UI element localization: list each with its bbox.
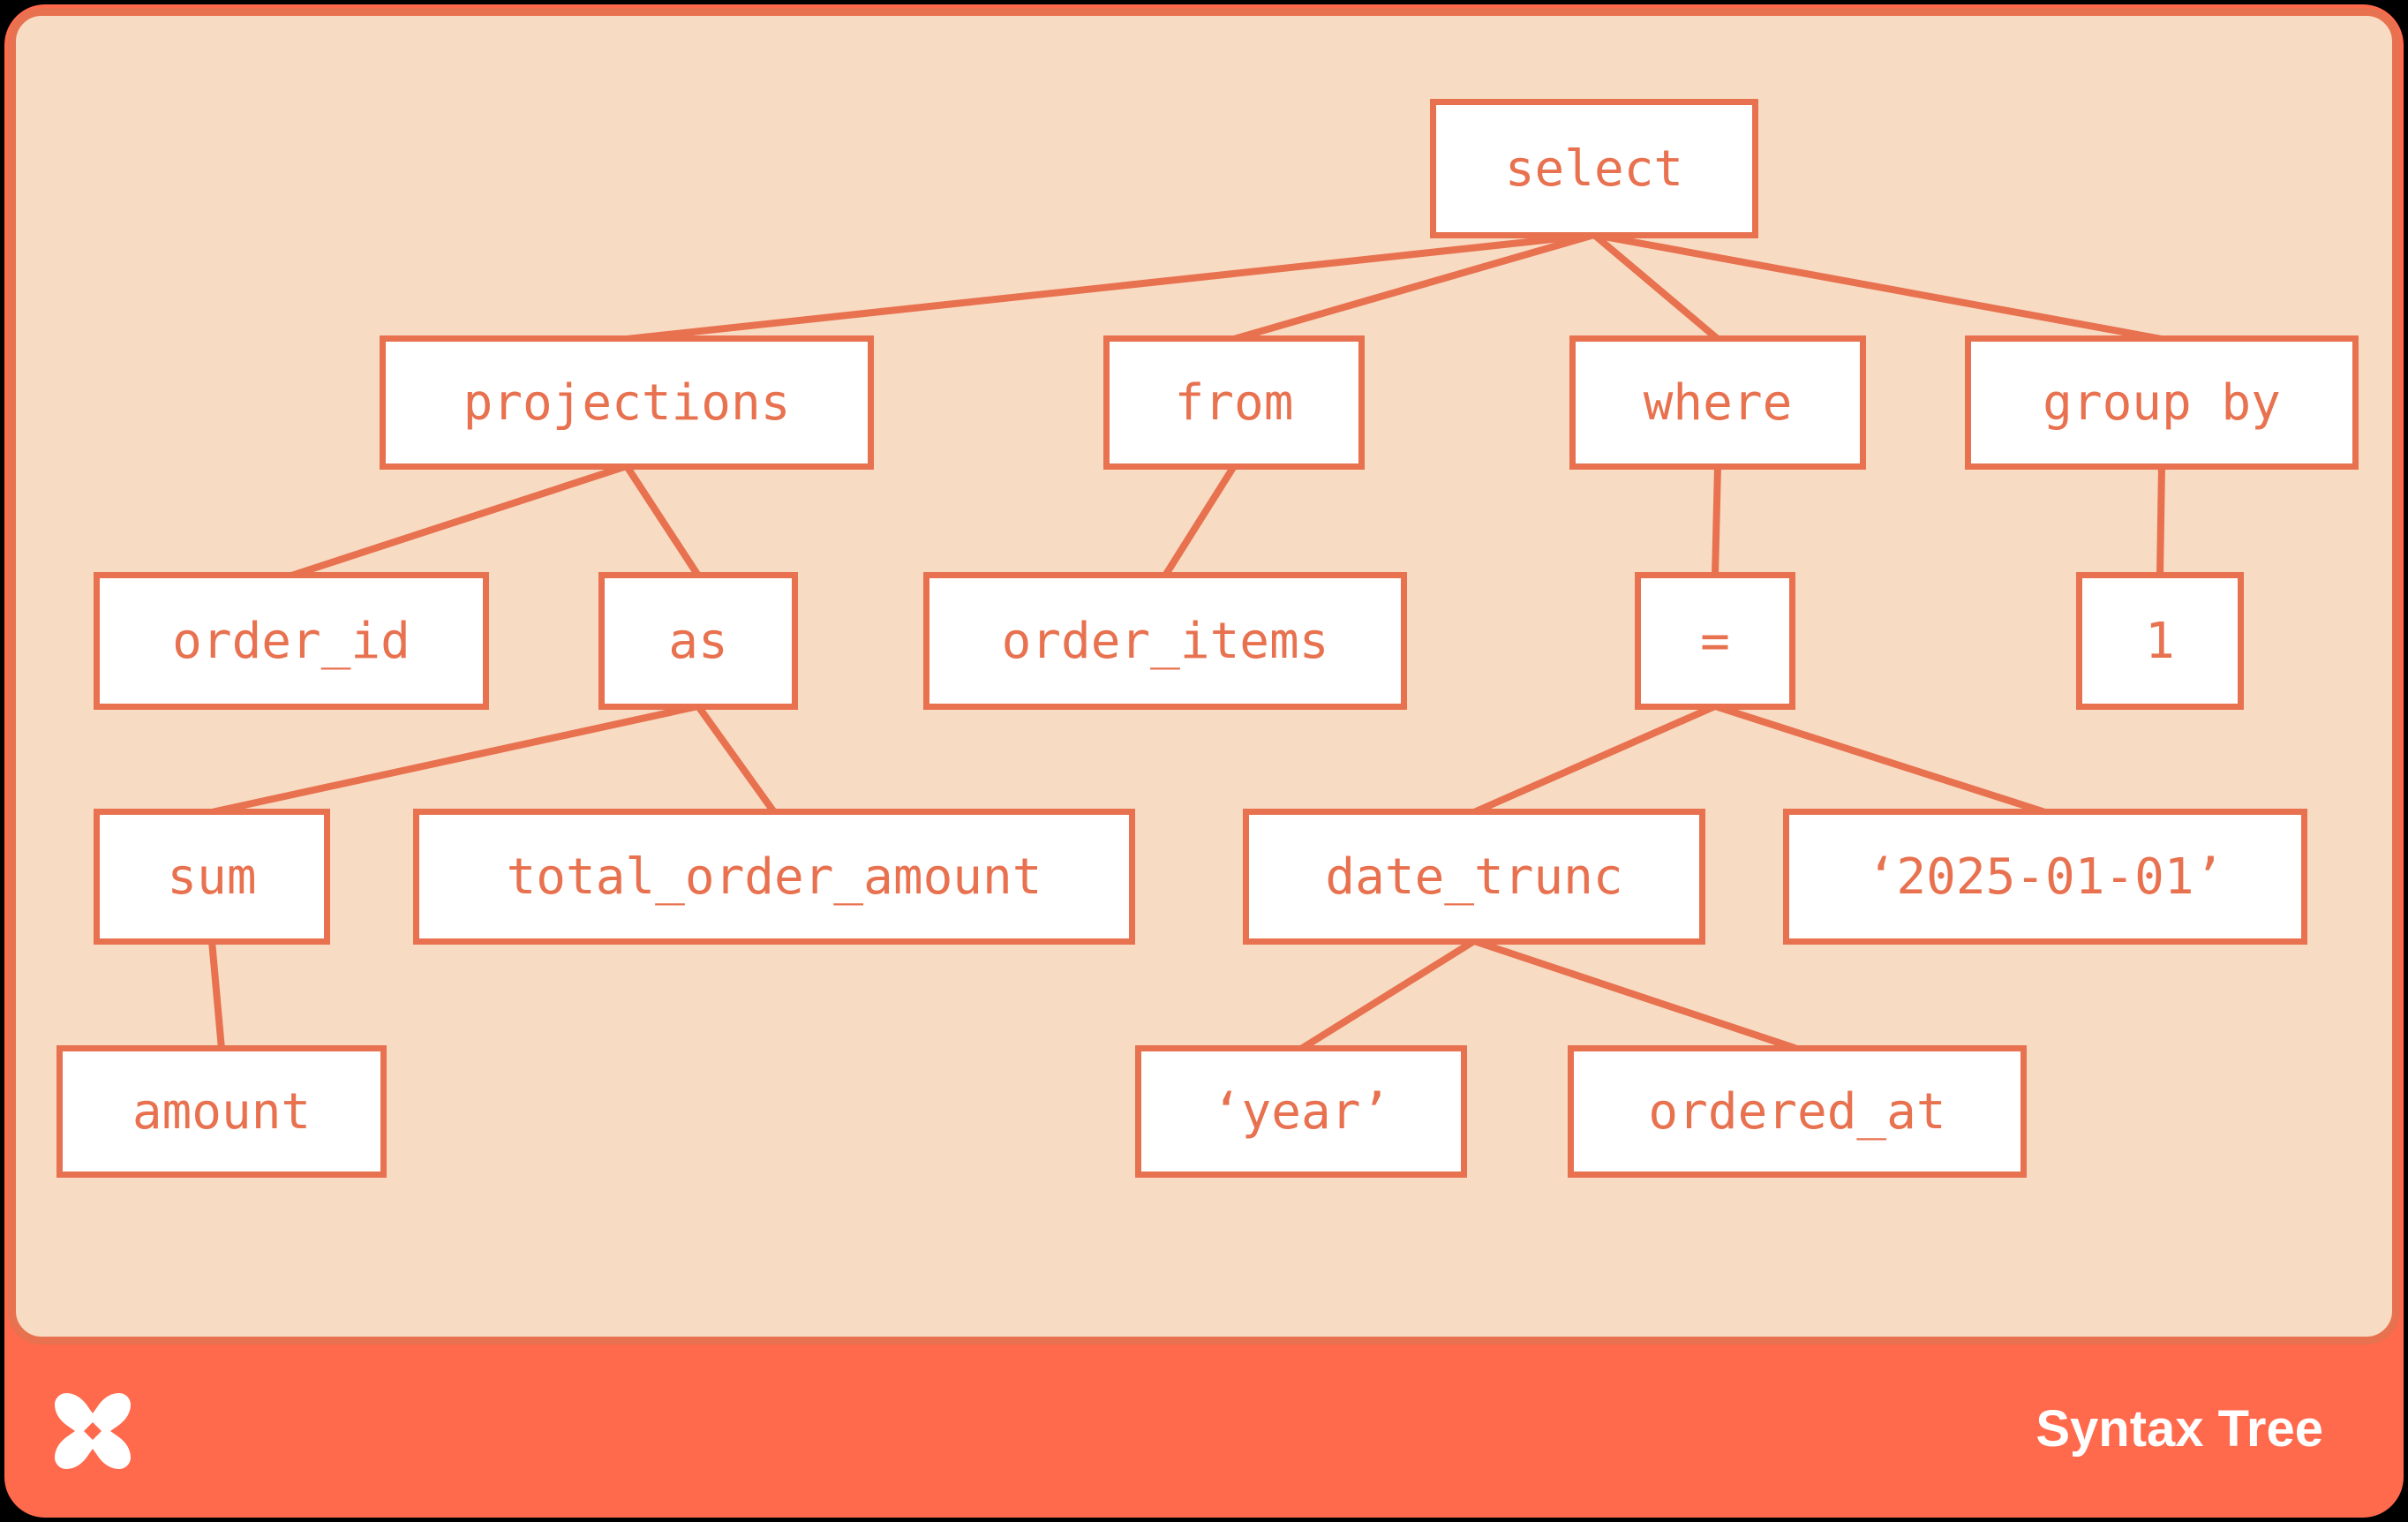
tree-edge-date-trunc-year-literal	[1298, 938, 1477, 1052]
tree-edge-eq-date-literal	[1713, 703, 2047, 816]
footer-title: Syntax Tree	[2036, 1400, 2323, 1458]
tree-node-ordered-at: ordered_at	[1568, 1045, 2027, 1178]
tree-edge-from-order-items	[1162, 463, 1238, 578]
tree-edge-select-where	[1592, 231, 1720, 343]
tree-node-year-literal: ‘year’	[1135, 1045, 1467, 1178]
tree-edge-select-projections	[626, 231, 1595, 343]
footer-bar: Syntax Tree	[0, 1345, 2408, 1522]
tree-node-one: 1	[2076, 572, 2244, 710]
tree-node-sum: sum	[94, 809, 330, 945]
tree-node-select: select	[1430, 99, 1758, 238]
tree-edge-select-group-by	[1593, 231, 2163, 343]
tree-edge-where-eq	[1712, 465, 1721, 576]
tree-node-order-id: order_id	[94, 572, 489, 710]
tree-node-date-trunc: date_trunc	[1243, 809, 1705, 945]
tree-edge-projections-order-id	[290, 463, 628, 579]
tree-edge-as-sum	[211, 703, 699, 816]
tree-edge-date-trunc-ordered-at	[1472, 938, 1799, 1052]
tree-edge-select-from	[1232, 231, 1596, 343]
tree-node-total-order-amount: total_order_amount	[413, 809, 1135, 945]
tree-node-as: as	[598, 572, 798, 710]
tree-node-from: from	[1103, 335, 1365, 470]
tree-edge-projections-as	[623, 463, 702, 578]
tree-node-where: where	[1569, 335, 1866, 470]
tree-node-eq: =	[1635, 572, 1795, 710]
tree-node-order-items: order_items	[923, 572, 1407, 710]
tree-edge-as-total-order-amount	[695, 704, 778, 815]
tree-edge-eq-date-trunc	[1472, 703, 1717, 816]
dbt-logo-icon	[55, 1393, 131, 1469]
tree-node-date-literal: ‘2025-01-01’	[1783, 809, 2307, 945]
tree-node-group-by: group by	[1965, 335, 2359, 470]
tree-edge-sum-amount	[208, 940, 225, 1050]
tree-edge-group-by-one	[2156, 465, 2165, 576]
tree-node-projections: projections	[380, 335, 874, 470]
tree-node-amount: amount	[56, 1045, 387, 1178]
